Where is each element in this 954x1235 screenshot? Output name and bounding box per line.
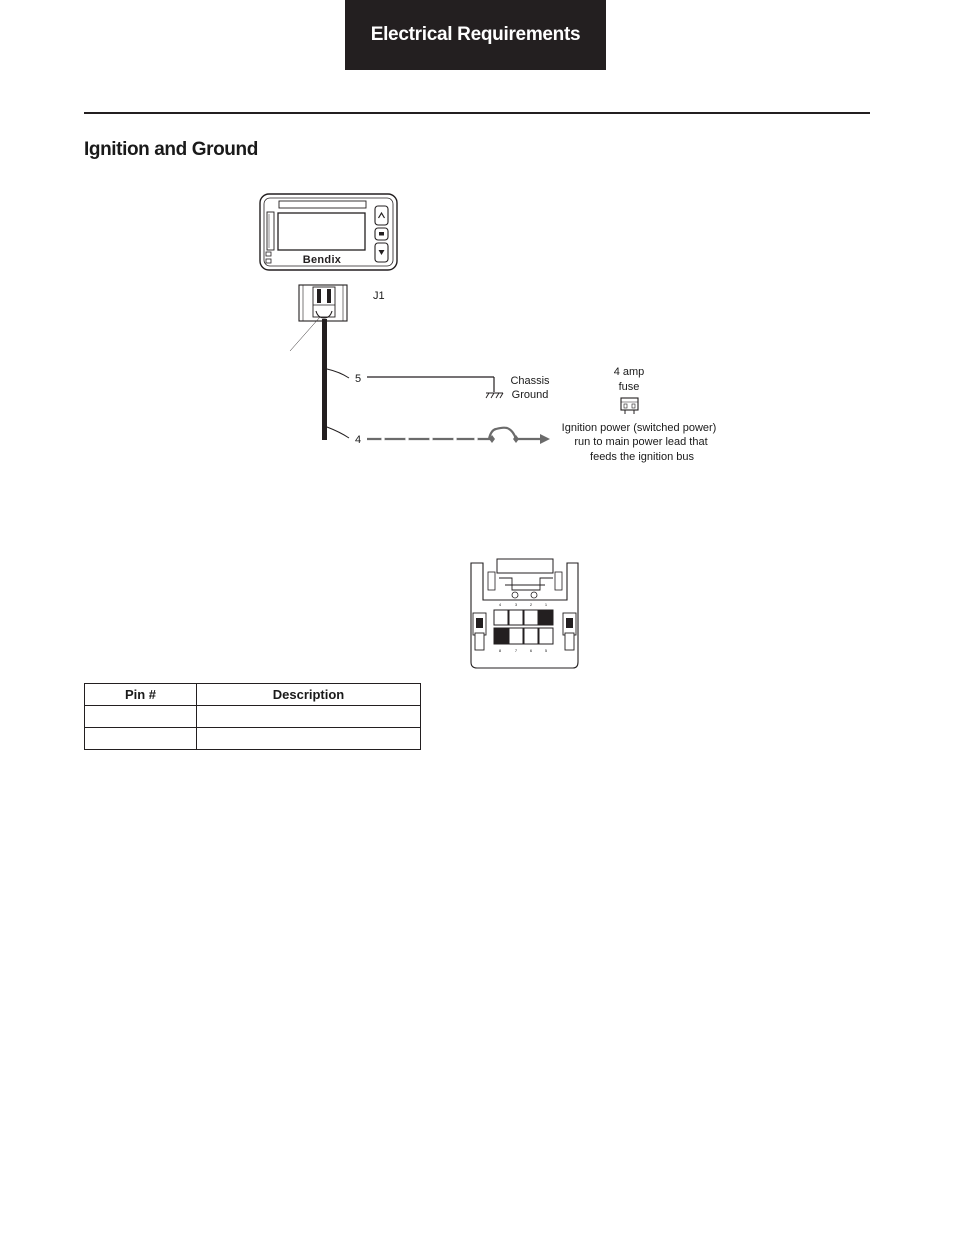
header-title: Electrical Requirements xyxy=(370,24,581,45)
pin-number-2: 2 xyxy=(530,602,533,607)
pin-number-4: 4 xyxy=(499,602,502,607)
up-button xyxy=(374,205,389,226)
display-unit: Bendix xyxy=(259,193,398,271)
pin-number-7: 7 xyxy=(515,648,518,653)
fuse-rating-label: 4 amp xyxy=(614,366,645,378)
brand-logo: Bendix xyxy=(303,254,342,266)
connector-label: J1 xyxy=(373,290,385,302)
ignition-label-2: run to main power lead that xyxy=(574,436,707,448)
pin5-label: 5 xyxy=(355,373,361,385)
chassis-ground-icon xyxy=(485,392,504,399)
pin-number-8: 8 xyxy=(499,648,502,653)
chassis-ground-label-1: Chassis xyxy=(510,375,550,387)
table-row xyxy=(84,705,421,728)
j1-connector xyxy=(289,284,348,352)
down-button xyxy=(374,242,389,263)
pin4-label: 4 xyxy=(355,434,361,446)
fuse-label: fuse xyxy=(619,381,640,393)
description-cell xyxy=(196,705,421,728)
menu-button xyxy=(374,227,389,241)
ignition-label-3: feeds the ignition bus xyxy=(590,451,694,463)
ignition-label-1: Ignition power (switched power) xyxy=(562,422,717,434)
ground-wire xyxy=(326,368,495,392)
pin-number-1: 1 xyxy=(545,602,548,607)
section-title: Ignition and Ground xyxy=(84,139,258,160)
table-row xyxy=(84,727,421,750)
section-divider xyxy=(84,112,870,114)
wire-harness xyxy=(322,319,327,440)
fuse-icon xyxy=(620,397,639,414)
pin-column-header: Pin # xyxy=(84,683,197,706)
page-header: Electrical Requirements xyxy=(345,0,606,70)
pin-number-3: 3 xyxy=(515,602,518,607)
description-cell xyxy=(196,727,421,750)
description-column-header: Description xyxy=(196,683,421,706)
ignition-wire xyxy=(326,426,550,444)
pin-number-5: 5 xyxy=(545,648,548,653)
pin-cell xyxy=(84,727,197,750)
pin-description-table: Pin # Description xyxy=(84,683,421,750)
pin-number-6: 6 xyxy=(530,648,533,653)
table-header-row: Pin # Description xyxy=(84,683,421,706)
chassis-ground-label-2: Ground xyxy=(512,389,549,401)
pin-cell xyxy=(84,705,197,728)
pin-cavity-grid xyxy=(493,609,554,645)
